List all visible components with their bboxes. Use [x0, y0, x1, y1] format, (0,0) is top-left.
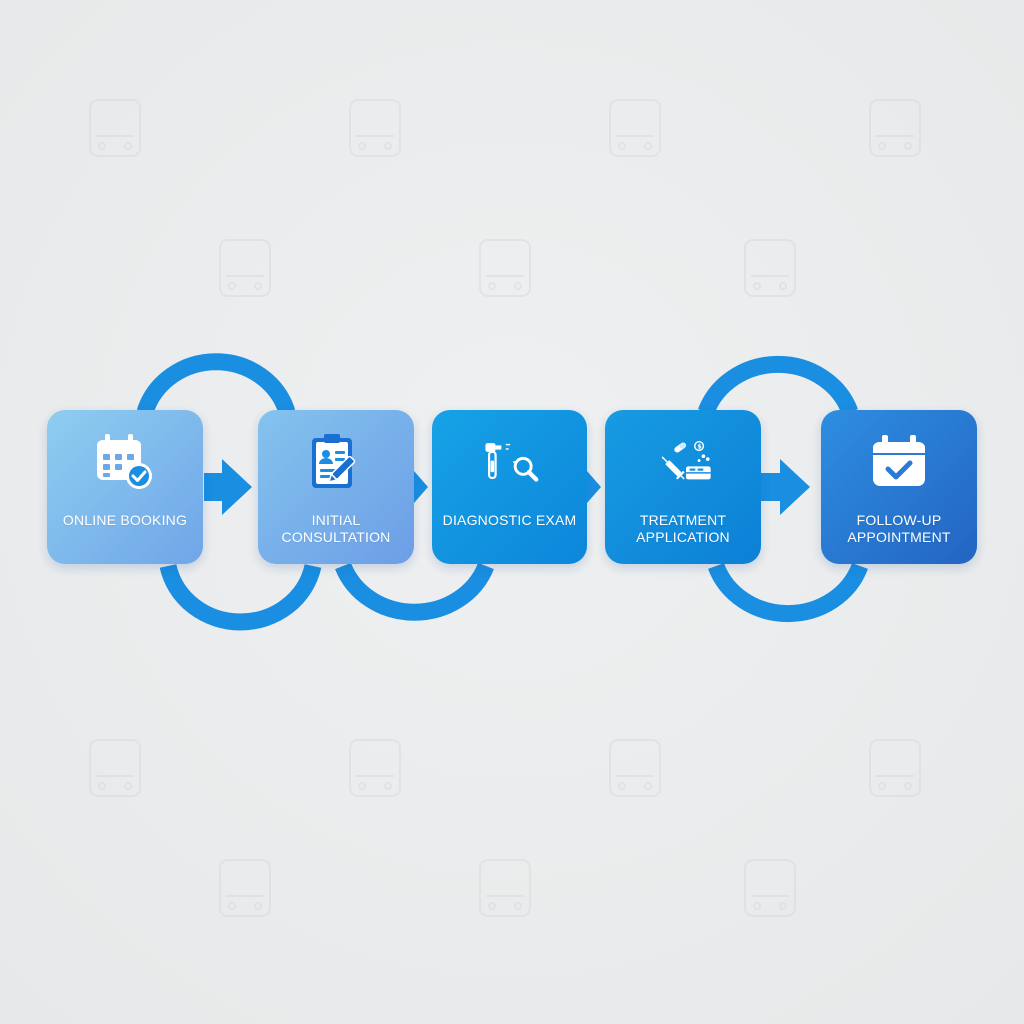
step-label: DIAGNOSTIC EXAM	[442, 512, 577, 528]
step-diagnostic-exam[interactable]: DIAGNOSTIC EXAM	[432, 410, 587, 564]
flow-arrow-2	[414, 471, 428, 503]
step-label: FOLLOW-UP APPOINTMENT	[847, 512, 951, 545]
otoscope-magnifier-icon	[478, 430, 542, 494]
flow-arrow-4	[761, 459, 810, 515]
syringe-pills-icon: $	[651, 430, 715, 494]
svg-text:$: $	[697, 443, 702, 451]
step-online-booking[interactable]: ONLINE BOOKING	[47, 410, 203, 564]
flow-arrow-3	[587, 471, 601, 503]
calendar-check-icon	[93, 430, 157, 494]
step-follow-up-appointment[interactable]: FOLLOW-UP APPOINTMENT	[821, 410, 977, 564]
step-label: ONLINE BOOKING	[62, 512, 188, 528]
calendar-check-icon	[867, 430, 931, 494]
step-initial-consultation[interactable]: INITIAL CONSULTATION	[258, 410, 414, 564]
connector-arc-bottom-3	[708, 562, 868, 623]
connector-arc-top-1	[136, 353, 296, 415]
step-label: INITIAL CONSULTATION	[281, 512, 391, 545]
connector-arc-top-2	[698, 355, 858, 416]
connector-arc-bottom-2	[335, 562, 494, 621]
step-treatment-application[interactable]: $ TREATMENT APPLICATION	[605, 410, 761, 564]
flow-arrow-1	[204, 459, 252, 515]
connector-arc-bottom-1	[159, 563, 322, 631]
step-label: TREATMENT APPLICATION	[636, 512, 730, 545]
clipboard-pen-icon	[304, 430, 368, 494]
